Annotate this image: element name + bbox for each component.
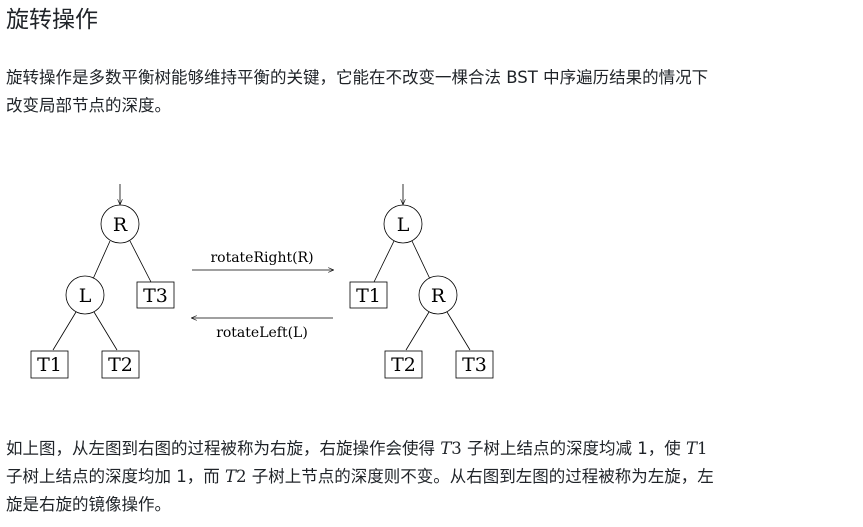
node-r-label: R (113, 214, 128, 236)
edge-l-t1 (52, 311, 77, 351)
math-var-t2: T (225, 467, 237, 486)
edge-l-r-right (411, 240, 431, 280)
subtree-t2 (101, 350, 140, 379)
outro-line-3: 旋是右旋的镜像操作。 (6, 495, 171, 514)
rotation-diagram: R L T3 T1 T2 rotateRight(R) rotateLeft(L… (30, 184, 494, 379)
rotate-left-label: rotateLeft(L) (216, 325, 308, 341)
outro-line-2-text-b: 子树上节点的深度则不变。从右图到左图的过程被称为左旋，左 (246, 467, 714, 486)
node-r-right (418, 275, 458, 315)
node-l-right (383, 204, 423, 244)
edge-r-t3-right (446, 311, 471, 351)
subtree-t2-right (384, 350, 423, 379)
subtree-t1-right (349, 281, 388, 309)
outro-line-1: 如上图，从左图到右图的过程被称为右旋，右旋操作会使得 T3 子树上结点的深度均减… (6, 435, 858, 463)
rotate-right-label: rotateRight(R) (210, 250, 313, 266)
subtree-t3-label: T3 (143, 285, 168, 307)
edge-l-t1-right (373, 240, 395, 283)
outro-line-1-text-a: 如上图，从左图到右图的过程被称为右旋，右旋操作会使得 (6, 439, 441, 458)
edge-r-l (92, 240, 111, 280)
math-num-1: 1 (697, 439, 708, 458)
subtree-t1-right-label: T1 (356, 285, 381, 307)
subtree-t3-right (455, 350, 494, 379)
subtree-t2-label: T2 (108, 354, 133, 376)
outro-line-2: 子树上结点的深度均加 1，而 T2 子树上节点的深度则不变。从右图到左图的过程被… (6, 463, 858, 491)
explanation-paragraph: 如上图，从左图到右图的过程被称为右旋，右旋操作会使得 T3 子树上结点的深度均减… (6, 435, 858, 519)
subtree-t3-right-label: T3 (462, 354, 487, 376)
subtree-t3 (136, 281, 175, 309)
math-num-2: 2 (236, 467, 247, 486)
math-var-t1: T (686, 439, 698, 458)
edge-l-t2 (93, 311, 118, 351)
intro-line-2: 改变局部节点的深度。 (6, 96, 171, 115)
left-tree: R L T3 T1 T2 (30, 184, 175, 379)
subtree-t2-right-label: T2 (391, 354, 416, 376)
node-l (65, 275, 105, 315)
subtree-t1 (30, 350, 69, 379)
node-l-label: L (79, 285, 92, 307)
node-r (100, 204, 140, 244)
intro-line-1: 旋转操作是多数平衡树能够维持平衡的关键，它能在不改变一棵合法 BST 中序遍历结… (6, 68, 709, 87)
outro-line-1-text-b: 子树上结点的深度均减 1，使 (461, 439, 686, 458)
right-tree: L T1 R T2 T3 (349, 184, 494, 379)
math-num-3: 3 (451, 439, 462, 458)
node-l-right-label: L (397, 214, 410, 236)
section-title: 旋转操作 (6, 7, 98, 33)
rotation-arrows: rotateRight(R) rotateLeft(L) (192, 250, 333, 341)
intro-paragraph: 旋转操作是多数平衡树能够维持平衡的关键，它能在不改变一棵合法 BST 中序遍历结… (6, 64, 858, 120)
edge-r-t3 (129, 240, 152, 283)
math-var-t3: T (440, 439, 452, 458)
edge-r-t2-right (405, 311, 430, 351)
node-r-right-label: R (431, 285, 446, 307)
outro-line-2-text-a: 子树上结点的深度均加 1，而 (6, 467, 225, 486)
subtree-t1-label: T1 (37, 354, 62, 376)
